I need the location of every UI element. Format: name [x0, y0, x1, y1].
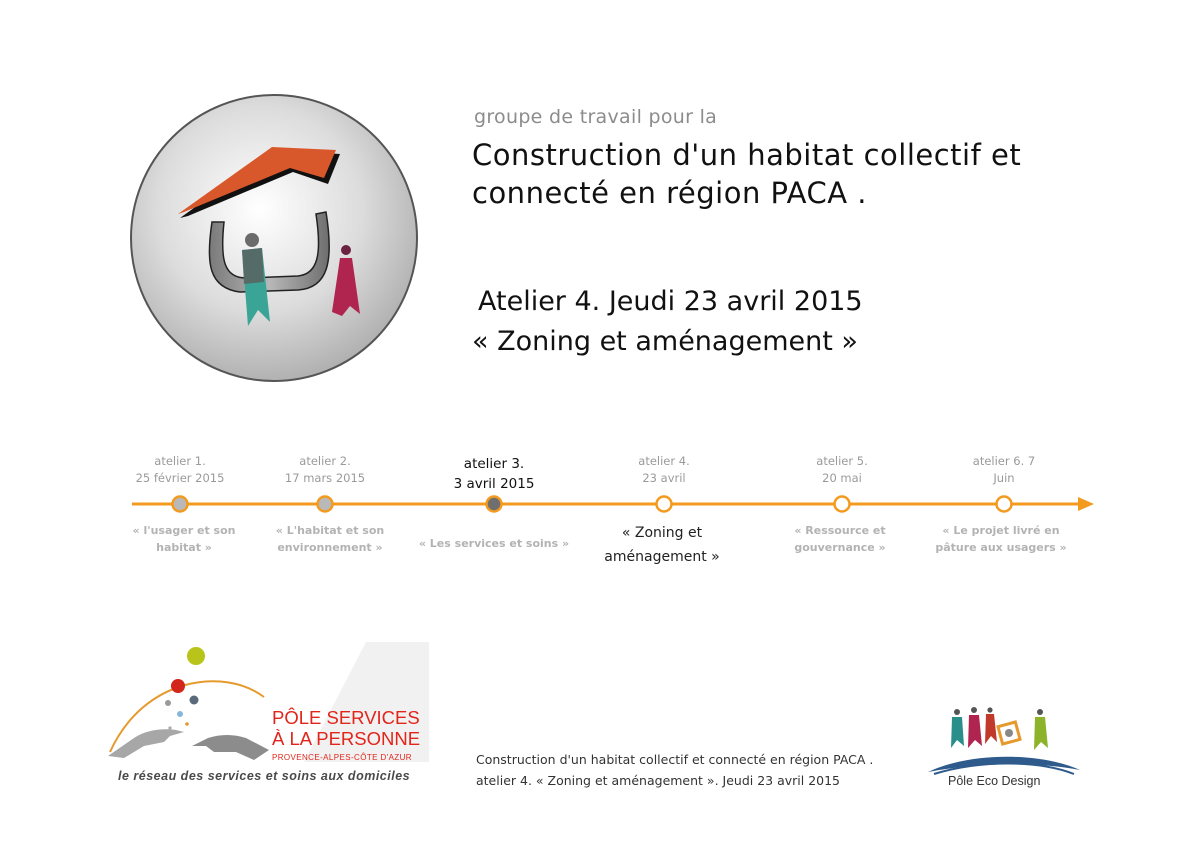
ped-name: Pôle Eco Design	[948, 774, 1041, 788]
theme-line: « Zoning et	[621, 525, 703, 541]
step-title: atelier 1.	[154, 454, 206, 468]
header-subtitle: groupe de travail pour la	[474, 106, 718, 128]
footer-line-1: Construction d'un habitat collectif et c…	[476, 752, 874, 767]
step-date: 17 mars 2015	[284, 471, 366, 485]
house-logo	[130, 94, 418, 382]
timeline-step-1-label: atelier 1. 25 février 2015	[100, 453, 260, 487]
step-date: 23 avril	[642, 471, 686, 485]
timeline-dot-1	[171, 495, 189, 513]
theme-line: « Ressource et	[794, 524, 886, 537]
step-title: atelier 5.	[816, 454, 868, 468]
timeline-step-2-theme: « L'habitat et son environnement »	[245, 522, 415, 556]
timeline-step-4-label: atelier 4. 23 avril	[584, 453, 744, 487]
title-line-1: Construction d'un habitat collectif et	[472, 138, 1022, 172]
title-line-2: connecté en région PACA .	[472, 176, 868, 210]
theme-line: « l'usager et son	[132, 524, 236, 537]
psp-name-line: À LA PERSONNE	[272, 728, 421, 749]
timeline-step-6-theme: « Le projet livré en pâture aux usagers …	[916, 522, 1086, 556]
theme-line: aménagement »	[604, 549, 720, 565]
pole-services-logo	[108, 642, 429, 762]
footer-line-2: atelier 4. « Zoning et aménagement ». Je…	[476, 773, 841, 788]
timeline: atelier 1. 25 février 2015 atelier 2. 17…	[99, 453, 1094, 569]
page-title: Construction d'un habitat collectif et c…	[472, 136, 1021, 212]
psp-name-line: PÔLE SERVICES	[272, 707, 420, 728]
timeline-axis	[132, 495, 1094, 513]
step-date: 3 avril 2015	[453, 476, 535, 492]
step-date: Juin	[993, 471, 1015, 485]
timeline-arrow-icon	[1078, 497, 1094, 511]
step-title: atelier 2.	[299, 454, 351, 468]
psp-slogan: le réseau des services et soins aux domi…	[118, 769, 411, 783]
timeline-step-5-theme: « Ressource et gouvernance »	[755, 522, 925, 556]
timeline-dot-6	[995, 495, 1013, 513]
timeline-step-1-theme: « l'usager et son habitat »	[99, 522, 269, 556]
psp-region: PROVENCE-ALPES-CÔTE D'AZUR	[272, 753, 412, 762]
step-date: 20 mai	[822, 471, 862, 485]
theme-line: environnement »	[277, 541, 383, 554]
theme-line: « Les services et soins »	[418, 537, 570, 550]
step-title: atelier 4.	[638, 454, 690, 468]
pole-eco-design-logo	[928, 707, 1080, 775]
step-date: 25 février 2015	[135, 471, 225, 485]
timeline-dot-5	[833, 495, 851, 513]
timeline-dot-4	[655, 495, 673, 513]
timeline-dot-2	[316, 495, 334, 513]
timeline-dot-3	[485, 495, 503, 513]
timeline-step-2-label: atelier 2. 17 mars 2015	[245, 453, 405, 487]
theme-line: « L'habitat et son	[275, 524, 385, 537]
footer-caption: Construction d'un habitat collectif et c…	[476, 749, 873, 791]
timeline-step-5-label: atelier 5. 20 mai	[762, 453, 922, 487]
timeline-step-6-label: atelier 6. 7 Juin	[924, 453, 1084, 487]
theme-line: gouvernance »	[794, 541, 886, 554]
step-title: atelier 3.	[463, 456, 525, 472]
step-title: atelier 6. 7	[972, 454, 1036, 468]
atelier-theme: « Zoning et aménagement »	[472, 326, 858, 357]
timeline-step-4-theme: « Zoning et aménagement »	[577, 521, 747, 569]
timeline-step-3-label: atelier 3. 3 avril 2015	[414, 454, 574, 494]
theme-line: « Le projet livré en	[942, 524, 1060, 537]
theme-line: habitat »	[156, 541, 212, 554]
theme-line: pâture aux usagers »	[935, 541, 1067, 554]
psp-name: PÔLE SERVICES À LA PERSONNE	[272, 707, 420, 749]
timeline-step-3-theme: « Les services et soins »	[409, 535, 579, 552]
atelier-heading: Atelier 4. Jeudi 23 avril 2015	[478, 286, 863, 317]
